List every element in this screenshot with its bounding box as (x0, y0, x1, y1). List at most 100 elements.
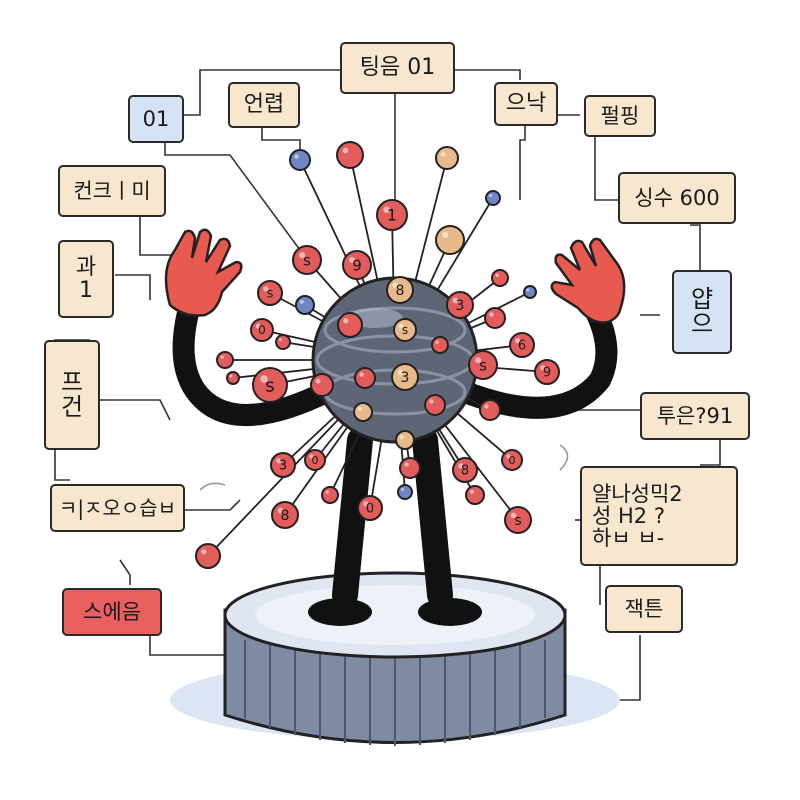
graph-node (431, 336, 449, 354)
node-highlight (484, 404, 489, 409)
graph-node (336, 141, 364, 169)
graph-node: 8 (271, 501, 299, 529)
node-highlight (510, 512, 517, 519)
label-top-center: 팅음 01 (340, 42, 455, 94)
graph-node (523, 285, 537, 299)
graph-node: 8 (452, 457, 478, 483)
node-highlight (357, 406, 362, 411)
left-glove (164, 228, 243, 317)
graph-node (465, 485, 485, 505)
node-highlight (452, 297, 459, 304)
node-highlight (458, 463, 464, 469)
node-circle (479, 399, 501, 421)
graph-node (484, 307, 506, 329)
node-label: 1 (387, 206, 397, 225)
graph-node (353, 402, 373, 422)
graph-node (321, 486, 339, 504)
node-label: s (303, 251, 311, 269)
graph-node: 0 (250, 318, 274, 342)
node-highlight (489, 312, 494, 317)
node-highlight (349, 257, 356, 264)
node-label: s (514, 513, 521, 529)
node-highlight (276, 458, 282, 464)
graph-node: 3 (270, 452, 296, 478)
node-highlight (429, 399, 434, 404)
node-circle (484, 307, 506, 329)
node-highlight (277, 507, 284, 514)
graph-node (275, 334, 291, 350)
node-highlight (495, 273, 499, 277)
node-highlight (294, 154, 299, 159)
label-top-far-right: 펄핑 (584, 95, 656, 137)
node-circle (485, 190, 501, 206)
node-label: s (479, 356, 487, 374)
node-circle (431, 336, 449, 354)
node-highlight (526, 288, 530, 292)
node-highlight (404, 462, 409, 467)
node-highlight (359, 372, 364, 377)
node-highlight (506, 454, 511, 459)
node-highlight (309, 454, 314, 459)
label-left-lower: 프 건 (44, 340, 100, 450)
node-highlight (469, 489, 474, 494)
label-top-left: 언렵 (228, 82, 300, 128)
graph-node: s (393, 318, 417, 342)
graph-node (295, 295, 315, 315)
node-label: 9 (543, 366, 551, 381)
label-right-middle: 투은?91 (640, 392, 750, 440)
graph-node (310, 373, 334, 397)
node-circle (321, 486, 339, 504)
label-right-blue-tall: 얍 으 (672, 270, 732, 354)
node-highlight (263, 286, 269, 292)
node-highlight (255, 323, 261, 329)
graph-node: s (252, 367, 288, 403)
node-label: 8 (281, 508, 290, 524)
node-label: 0 (312, 454, 319, 467)
graph-node: 3 (391, 363, 419, 391)
node-circle (195, 543, 221, 569)
node-circle (435, 225, 465, 255)
label-top-right: 으낙 (494, 82, 558, 126)
graph-node (485, 190, 501, 206)
label-left-wide: ㅋ|ㅈ오ㅇ습ㅂ (50, 484, 185, 532)
node-circle (397, 484, 413, 500)
node-circle (399, 457, 421, 479)
character-legs (308, 427, 482, 626)
node-label: s (267, 287, 274, 302)
graph-node (337, 312, 363, 338)
node-label: 3 (401, 370, 410, 386)
graph-node (354, 367, 376, 389)
graph-node (216, 351, 234, 369)
node-highlight (475, 357, 482, 364)
node-circle (336, 141, 364, 169)
graph-node: 0 (501, 449, 523, 471)
character-arms (172, 294, 618, 426)
label-right-big: 얄나성믹2 성 H2 ? 하ㅂ ㅂ- (580, 466, 738, 566)
node-highlight (435, 340, 439, 344)
label-left-top-blue: 01 (128, 95, 184, 143)
graph-node: 9 (534, 359, 560, 385)
node-highlight (220, 355, 224, 359)
node-circle (435, 146, 459, 170)
graph-node (435, 146, 459, 170)
label-right-upper: 싱수 600 (618, 172, 736, 224)
node-label: 0 (258, 323, 266, 337)
graph-node: 6 (509, 332, 535, 358)
node-highlight (401, 488, 405, 492)
graph-node: 9 (342, 250, 372, 280)
graph-node: 3 (446, 291, 474, 319)
node-highlight (260, 375, 268, 383)
node-highlight (383, 206, 391, 214)
node-highlight (279, 338, 283, 342)
node-highlight (392, 282, 399, 289)
node-highlight (442, 232, 449, 239)
node-highlight (343, 318, 349, 324)
node-circle (523, 285, 537, 299)
graph-node (491, 269, 509, 287)
node-label: 0 (509, 454, 516, 467)
node-circle (289, 149, 311, 171)
graph-node (195, 543, 221, 569)
graph-node: s (257, 280, 283, 306)
graph-node (399, 457, 421, 479)
